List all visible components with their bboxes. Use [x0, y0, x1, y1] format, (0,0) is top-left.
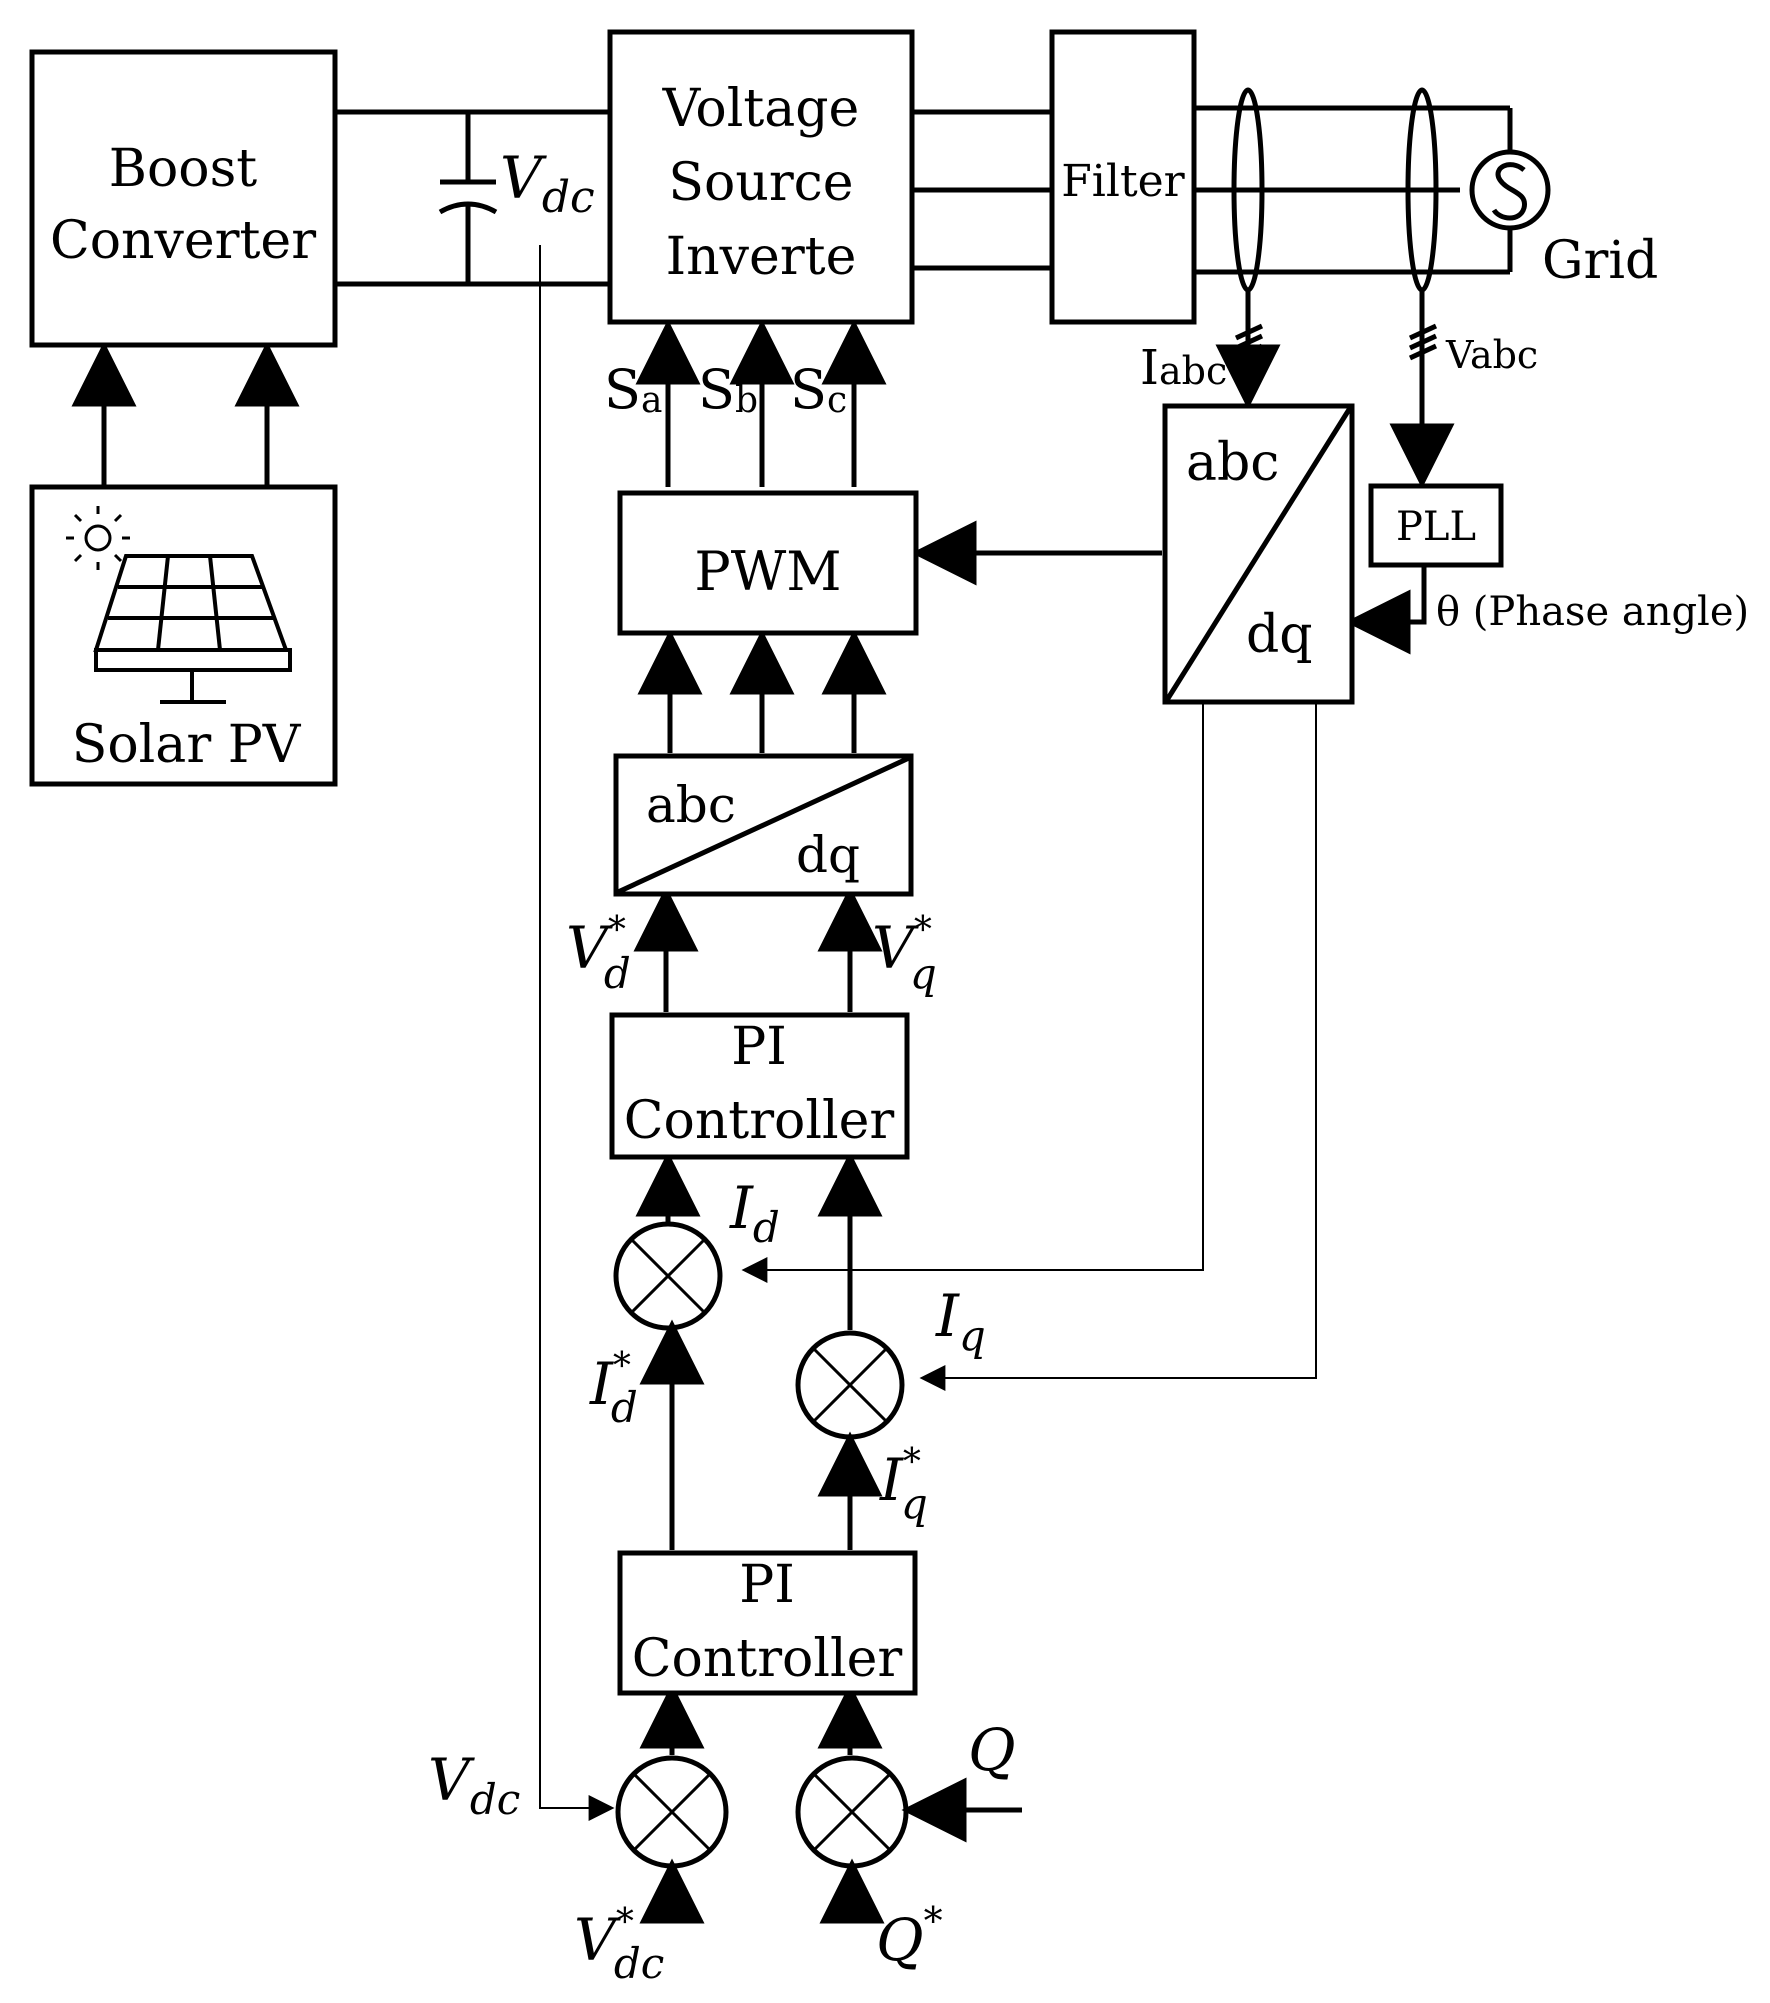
q-star-label: Q* [876, 1899, 943, 1974]
voltage-source-inverter-block: Voltage Source Inverte [607, 29, 915, 325]
vdc-feedback-label: Vdc [428, 1746, 520, 1824]
summer-id [613, 1221, 723, 1331]
vsi-label-3: Inverte [666, 227, 857, 287]
abc-dq-transform-mid: abc dq [613, 753, 914, 897]
pll-label: PLL [1396, 504, 1476, 550]
pi-upper-label-2: Controller [624, 1091, 895, 1151]
abc-dq-transform-top: abc dq [1162, 403, 1355, 705]
solar-panel-icon [93, 554, 292, 704]
sun-icon [66, 506, 130, 570]
iq-star-label: I*q [879, 1442, 928, 1528]
boost-label-1: Boost [109, 139, 258, 199]
pll-block: PLL [1368, 483, 1504, 568]
filter-label: Filter [1061, 156, 1185, 207]
vdc-label: Vdc [500, 144, 595, 223]
vsi-label-2: Source [668, 153, 853, 213]
id-star-label: I*d [589, 1346, 638, 1432]
pi-lower-label-2: Controller [632, 1629, 903, 1689]
pi-controller-upper: PI Controller [609, 1012, 910, 1160]
pi-lower-label-1: PI [739, 1555, 795, 1615]
abc-dq-top-dq: dq [1246, 605, 1313, 665]
abc-dq-mid-dq: dq [796, 826, 860, 884]
vsi-label-1: Voltage [662, 79, 860, 139]
summer-q [795, 1755, 909, 1869]
vdc-star-label: V*dc [574, 1902, 664, 1988]
iq-label: Iq [935, 1282, 986, 1360]
sa-label: Sa [604, 358, 662, 421]
grid-source: Grid [1469, 149, 1658, 291]
grid-label: Grid [1542, 231, 1658, 291]
pwm-label: PWM [694, 540, 841, 603]
solar-pv-label: Solar PV [72, 715, 302, 775]
q-label: Q [968, 1716, 1016, 1784]
pi-controller-lower: PI Controller [617, 1550, 918, 1696]
sb-label: Sb [698, 358, 758, 421]
theta-label: θ (Phase angle) [1436, 589, 1749, 635]
boost-label-2: Converter [50, 211, 316, 271]
sc-label: Sc [790, 358, 847, 421]
pwm-block: PWM [617, 490, 919, 636]
pi-upper-label-1: PI [731, 1017, 787, 1077]
signal-labels: Vdc Sa Sb Sc Iabc Vabc θ (Phase angle) V… [428, 144, 1749, 1988]
summer-iq [795, 1330, 905, 1440]
vabc-label: Vabc [1445, 333, 1538, 377]
iabc-label: Iabc [1140, 340, 1227, 396]
summer-vdc [615, 1755, 729, 1869]
boost-converter-block: Boost Converter [29, 49, 338, 348]
abc-dq-mid-abc: abc [646, 776, 736, 834]
filter-block: Filter [1049, 29, 1197, 325]
vd-star-label: V*d [566, 910, 631, 998]
wires [71, 87, 1513, 1924]
abc-dq-top-abc: abc [1186, 433, 1279, 493]
vq-star-label: V*q [872, 910, 937, 998]
id-label: Id [729, 1174, 780, 1252]
solar-pv-block: Solar PV [29, 484, 338, 787]
